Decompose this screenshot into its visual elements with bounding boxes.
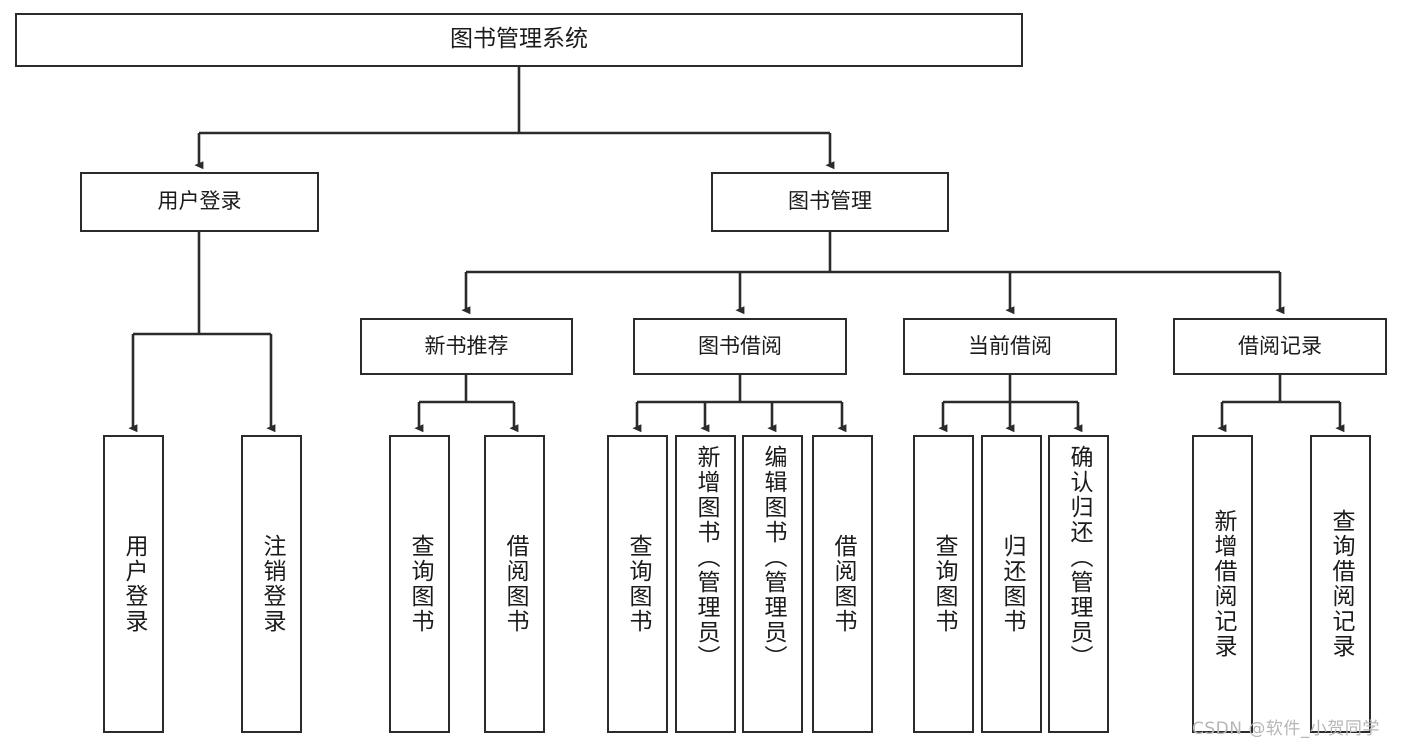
node-book-manage[interactable]: 图书管理	[711, 172, 949, 232]
node-borrow-record-label: 借阅记录	[1238, 333, 1322, 358]
node-borrow-record[interactable]: 借阅记录	[1173, 318, 1387, 375]
node-leaf-add-borrow-record-label: 新增借阅记录	[1210, 509, 1236, 659]
node-leaf-confirm-return-admin[interactable]: 确认归还（管理员）	[1048, 435, 1109, 733]
node-leaf-query-book-borrow-label: 查询图书	[625, 534, 651, 634]
node-leaf-query-book-recommend[interactable]: 查询图书	[389, 435, 450, 733]
node-leaf-borrow-book-recommend-label: 借阅图书	[502, 534, 528, 634]
node-leaf-add-book-admin-label: 新增图书（管理员）	[693, 445, 719, 670]
node-leaf-add-borrow-record[interactable]: 新增借阅记录	[1192, 435, 1253, 733]
node-book-borrow[interactable]: 图书借阅	[633, 318, 847, 375]
node-leaf-query-book-current-label: 查询图书	[931, 534, 957, 634]
node-user-login[interactable]: 用户登录	[80, 172, 319, 232]
node-leaf-return-book[interactable]: 归还图书	[981, 435, 1042, 733]
node-leaf-query-book-borrow[interactable]: 查询图书	[607, 435, 668, 733]
node-leaf-user-login-label: 用户登录	[121, 534, 147, 634]
node-user-login-label: 用户登录	[157, 189, 242, 214]
node-current-borrow-label: 当前借阅	[968, 333, 1052, 358]
node-leaf-add-book-admin[interactable]: 新增图书（管理员）	[675, 435, 736, 733]
node-leaf-query-book-recommend-label: 查询图书	[407, 534, 433, 634]
node-book-manage-label: 图书管理	[788, 189, 872, 214]
node-current-borrow[interactable]: 当前借阅	[903, 318, 1117, 375]
node-leaf-borrow-book-borrow[interactable]: 借阅图书	[812, 435, 873, 733]
node-book-borrow-label: 图书借阅	[698, 333, 782, 358]
node-leaf-logout-label: 注销登录	[259, 534, 285, 634]
node-leaf-return-book-label: 归还图书	[999, 534, 1025, 634]
node-leaf-logout[interactable]: 注销登录	[241, 435, 302, 733]
node-leaf-edit-book-admin-label: 编辑图书（管理员）	[760, 445, 786, 670]
node-root-label: 图书管理系统	[450, 26, 588, 53]
node-leaf-borrow-book-recommend[interactable]: 借阅图书	[484, 435, 545, 733]
node-leaf-edit-book-admin[interactable]: 编辑图书（管理员）	[742, 435, 803, 733]
node-leaf-confirm-return-admin-label: 确认归还（管理员）	[1066, 445, 1092, 670]
node-root[interactable]: 图书管理系统	[15, 13, 1023, 67]
node-leaf-query-book-current[interactable]: 查询图书	[913, 435, 974, 733]
node-leaf-user-login[interactable]: 用户登录	[103, 435, 164, 733]
node-leaf-query-borrow-record[interactable]: 查询借阅记录	[1310, 435, 1371, 733]
node-leaf-query-borrow-record-label: 查询借阅记录	[1328, 509, 1354, 659]
node-new-book-recommend-label: 新书推荐	[424, 333, 509, 358]
node-leaf-borrow-book-borrow-label: 借阅图书	[830, 534, 856, 634]
watermark-text: CSDN @软件_小贺同学	[1192, 719, 1380, 739]
node-new-book-recommend[interactable]: 新书推荐	[360, 318, 573, 375]
